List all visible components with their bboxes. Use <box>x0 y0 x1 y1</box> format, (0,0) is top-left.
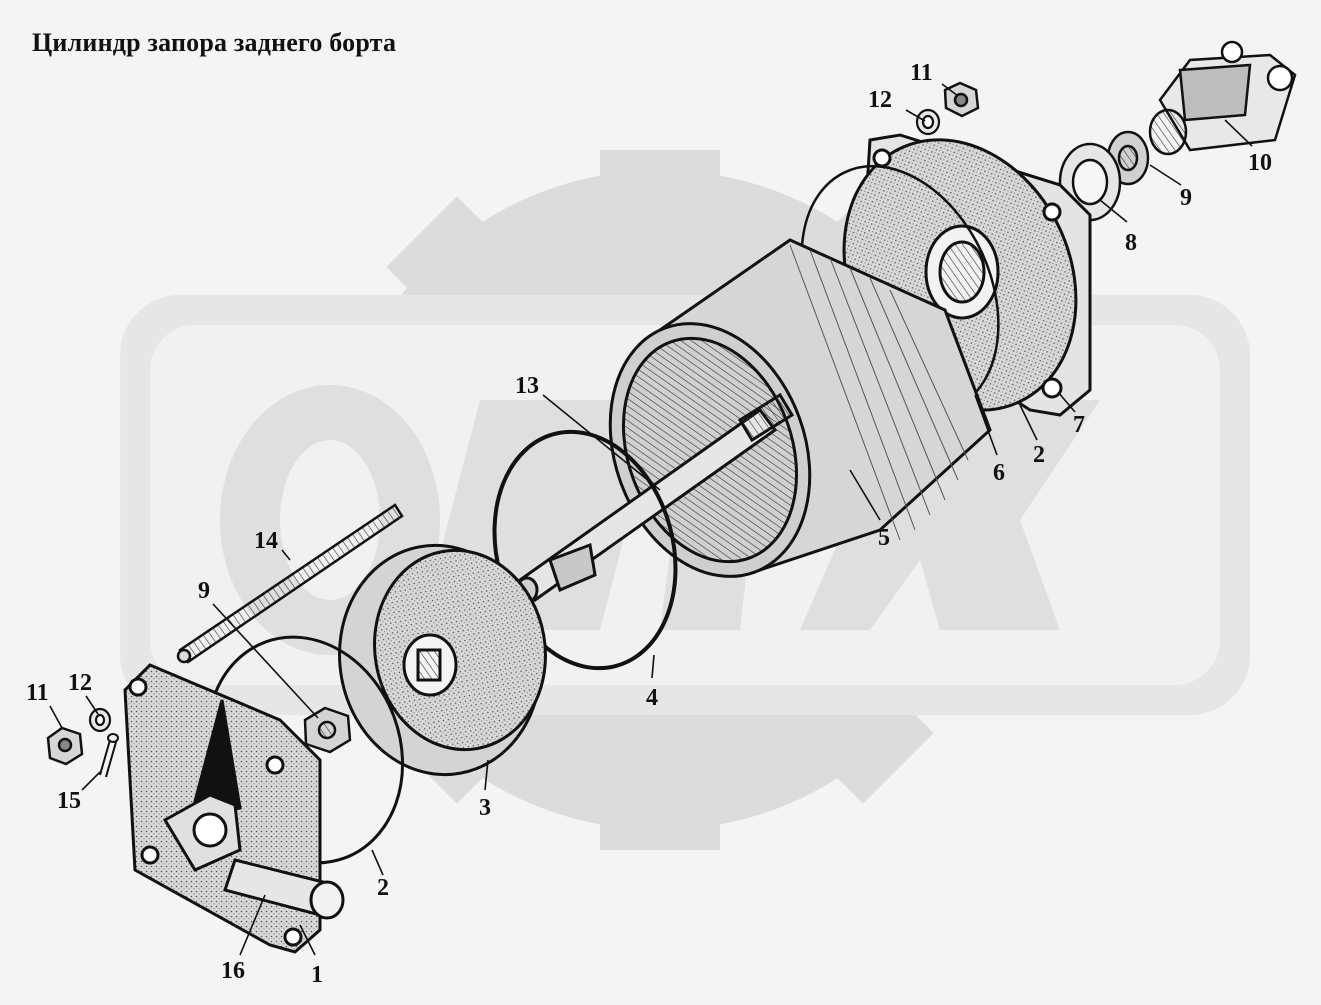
callout-labels: 11 12 10 9 8 7 2 6 5 13 4 14 9 3 2 11 12… <box>26 60 1272 988</box>
nut-bottom <box>46 726 84 766</box>
callout-9-bottom: 9 <box>198 578 210 604</box>
callout-9-top: 9 <box>1180 185 1192 211</box>
cylinder-body <box>608 238 992 578</box>
callout-12-top: 12 <box>868 87 892 113</box>
callout-2-upper: 2 <box>1033 442 1045 468</box>
callout-16: 16 <box>221 958 245 984</box>
tie-rod <box>176 503 404 664</box>
cotter-pin <box>99 733 119 778</box>
callout-6: 6 <box>993 460 1005 486</box>
front-cover <box>123 663 345 954</box>
callout-11-top: 11 <box>910 60 933 86</box>
callout-3: 3 <box>479 795 491 821</box>
callout-8: 8 <box>1125 230 1137 256</box>
callout-5: 5 <box>878 525 890 551</box>
nut-top <box>943 81 980 118</box>
callout-4: 4 <box>646 685 658 711</box>
callout-15: 15 <box>57 788 81 814</box>
lock-nut-bottom <box>303 706 352 754</box>
callout-14: 14 <box>254 528 278 554</box>
piston <box>338 543 547 777</box>
callout-2-lower: 2 <box>377 875 389 901</box>
callout-11-bottom: 11 <box>26 680 49 706</box>
callout-13: 13 <box>515 373 539 399</box>
diagram-title: Цилиндр запора заднего борта <box>32 28 397 57</box>
spring-washer-top <box>915 108 941 136</box>
callout-1: 1 <box>311 962 323 988</box>
callout-12-bottom: 12 <box>68 670 92 696</box>
callout-10: 10 <box>1248 150 1272 176</box>
piston-rod <box>515 392 795 604</box>
callout-7: 7 <box>1073 412 1085 438</box>
leader-lines <box>49 83 1253 956</box>
clevis-fork <box>1148 40 1297 156</box>
spring-washer-bottom <box>88 707 112 733</box>
